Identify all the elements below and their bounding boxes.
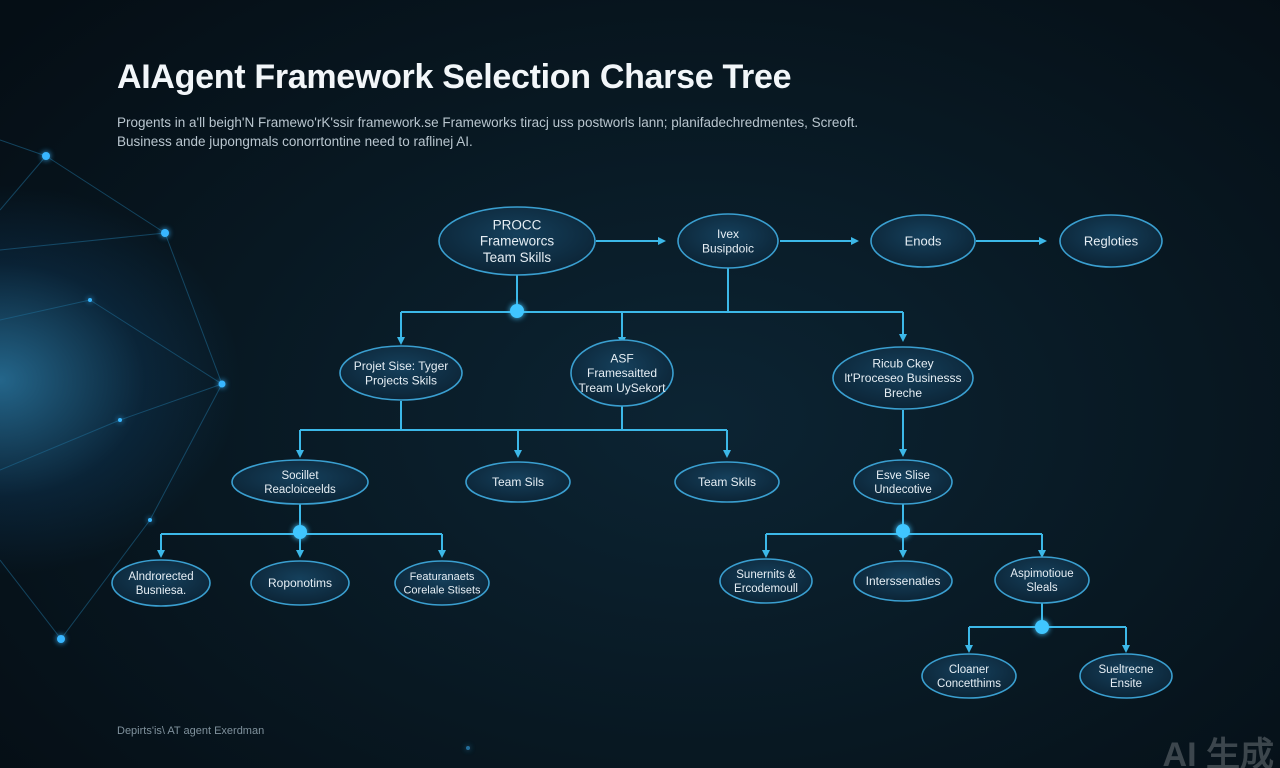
- junction-dot: [896, 524, 910, 538]
- connectors: [157, 237, 1130, 653]
- node-label: Featuranaets: [410, 571, 475, 583]
- node-label: Cloaner: [949, 664, 989, 676]
- subtitle-line-2: Business ande jupongmals conorrtontine n…: [117, 134, 473, 149]
- node-label: Tream UySekort: [579, 381, 667, 395]
- node-label: Framesaitted: [587, 366, 657, 380]
- tree-node-n10: Team Skils: [674, 461, 780, 503]
- node-label: Breche: [884, 386, 922, 400]
- node-label: Ivex: [717, 227, 739, 241]
- node-ellipse: [853, 459, 953, 505]
- node-ellipse: [870, 214, 976, 268]
- node-label: Sueltrecne: [1099, 664, 1154, 676]
- node-ellipse: [921, 653, 1017, 699]
- node-label: Enods: [905, 234, 942, 249]
- tree-node-n9: Team Sils: [465, 461, 571, 503]
- footer-caption: Depirts'is\ AT agent Exerdman: [117, 725, 265, 737]
- node-label: ASF: [610, 352, 633, 366]
- node-label: PROCC: [493, 217, 542, 232]
- node-ellipse: [438, 206, 596, 276]
- node-ellipse: [1079, 653, 1173, 699]
- node-ellipse: [250, 560, 350, 606]
- node-ellipse: [674, 461, 780, 503]
- node-label: lt'Proceseo Businesss: [844, 371, 961, 385]
- node-label: Projet Sise: Tyger: [354, 359, 449, 373]
- node-ellipse: [231, 459, 369, 505]
- node-ellipse: [339, 345, 463, 401]
- tree-node-n15: Sunernits & Ercodemoull: [719, 558, 813, 604]
- tree-node-n13: Roponotims: [250, 560, 350, 606]
- junction-dot: [510, 304, 524, 318]
- node-label: Roponotims: [268, 576, 332, 590]
- node-label: Regloties: [1084, 234, 1139, 249]
- node-label: Team Skils: [698, 475, 756, 489]
- node-ellipse: [994, 556, 1090, 604]
- node-label: Concetthims: [937, 678, 1001, 690]
- tree-node-n16: Interssenaties: [853, 560, 953, 602]
- node-ellipse: [570, 339, 674, 407]
- node-ellipse: [465, 461, 571, 503]
- junction-dot: [1035, 620, 1049, 634]
- node-label: Corelale Stisets: [403, 585, 481, 597]
- node-ellipse: [394, 560, 490, 606]
- node-label: Interssenaties: [866, 574, 941, 588]
- node-ellipse: [1059, 214, 1163, 268]
- junction-dot: [293, 525, 307, 539]
- node-label: Reacloiceelds: [264, 484, 336, 496]
- node-label: Esve Slise: [876, 470, 930, 482]
- node-label: Projects Skils: [365, 374, 437, 388]
- node-ellipse: [677, 213, 779, 269]
- node-label: Sunernits &: [736, 569, 796, 581]
- node-label: Undecotive: [874, 484, 932, 496]
- node-label: Team Sils: [492, 475, 544, 489]
- ai-generated-watermark: AI 生成: [1162, 736, 1274, 768]
- background-network: [0, 139, 223, 640]
- node-label: Alndrorected: [128, 571, 193, 583]
- node-ellipse: [832, 346, 974, 410]
- tree-node-n3: Enods: [870, 214, 976, 268]
- page-title: AIAgent Framework Selection Charse Tree: [117, 58, 792, 96]
- node-label: Ricub Ckey: [872, 357, 933, 371]
- tree-node-n4: Regloties: [1059, 214, 1163, 268]
- node-label: Ensite: [1110, 678, 1142, 690]
- node-label: Aspimotioue: [1010, 568, 1073, 580]
- node-ellipse: [853, 560, 953, 602]
- node-label: Socillet: [281, 470, 319, 482]
- node-ellipse: [719, 558, 813, 604]
- node-label: Ercodemoull: [734, 583, 798, 595]
- node-ellipse: [111, 559, 211, 607]
- subtitle-line-1: Progents in a'll beigh'N Framewo'rK'ssir…: [117, 115, 859, 130]
- background-dots: [42, 152, 470, 750]
- node-label: Busipdoic: [702, 242, 754, 256]
- node-label: Frameworcs: [480, 234, 555, 249]
- node-label: Team Skills: [483, 250, 552, 265]
- node-label: Busniesa.: [136, 585, 187, 597]
- junctions: [293, 304, 1049, 634]
- node-label: Sleals: [1026, 582, 1058, 594]
